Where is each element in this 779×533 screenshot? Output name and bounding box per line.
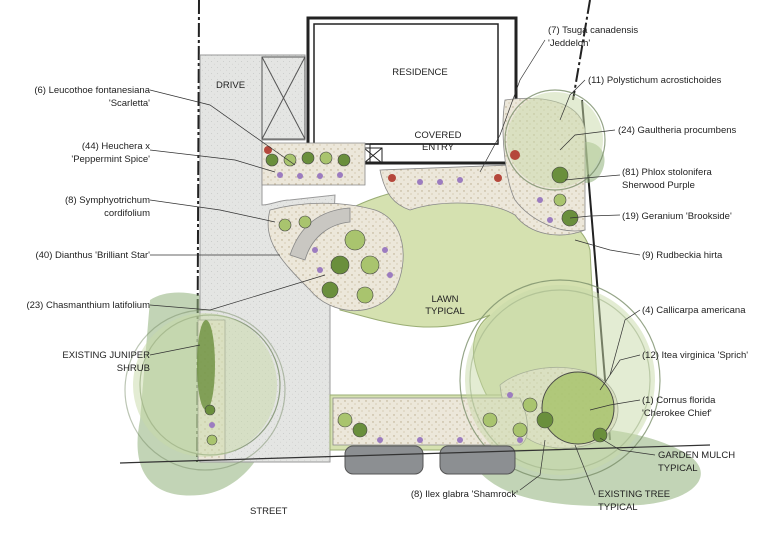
tsuga-label-line2: 'Jeddeloh' [548,38,590,49]
cornus-tree [541,371,615,445]
mulch-label-line1: GARDEN MULCH [658,450,735,461]
street-curb [119,444,711,464]
lawn-label-line2: TYPICAL [425,306,465,317]
covered-entry-label-line1: COVERED [415,130,462,141]
existing-tree-label-line1: EXISTING TREE [598,489,670,500]
perennials [209,146,553,443]
heuchera-label-line1: (44) Heuchera x [82,141,150,152]
drive-label: DRIVE [216,80,245,91]
tsuga-label-line1: (7) Tsuga canadensis [548,25,638,36]
callicarpa-label: (4) Callicarpa americana [642,305,746,316]
street-label: STREET [250,506,288,517]
itea-label: (12) Itea virginica 'Sprich' [642,350,748,361]
symphyotrichum-label-line2: cordifolium [104,208,150,219]
shrubs [204,151,608,446]
phlox-label-line1: (81) Phlox stolonifera [622,167,712,178]
juniper-label-line1: EXISTING JUNIPER [62,350,150,361]
leucothoe-label-line2: 'Scarletta' [109,98,150,109]
lawn-label-line1: LAWN [431,294,458,305]
ilex-label: (8) Ilex glabra 'Shamrock' [411,489,518,500]
juniper-shrub [197,320,215,410]
leader-lines [149,39,656,496]
heuchera-label-line2: 'Peppermint Spice' [71,154,150,165]
leucothoe-label-line1: (6) Leucothoe fontanesiana [34,85,150,96]
mulch-label-line2: TYPICAL [658,463,698,474]
phlox-label-line2: Sherwood Purple [622,180,695,191]
dianthus-label: (40) Dianthus 'Brilliant Star' [35,250,150,261]
juniper-label-line2: SHRUB [117,363,150,374]
walkway-curve [289,207,351,261]
gaultheria-label: (24) Gaultheria procumbens [618,125,737,136]
garage-door [261,56,306,140]
cornus-label-line2: 'Cherokee Chief' [642,408,712,419]
polystichum-label: (11) Polystichum acrostichoides [588,75,722,86]
residence-label: RESIDENCE [392,67,447,78]
symphyotrichum-label-line1: (8) Symphyotrichum [65,195,150,206]
rudbeckia-label: (9) Rudbeckia hirta [642,250,723,261]
chasmanthium-label: (23) Chasmanthium latifolium [26,300,150,311]
covered-entry-label-line2: ENTRY [422,142,455,153]
residence-building [306,16,518,165]
cornus-label-line1: (1) Cornus florida [642,395,716,406]
existing-tree-label-line2: TYPICAL [598,502,638,513]
geranium-label: (19) Geranium 'Brookside' [622,211,732,222]
